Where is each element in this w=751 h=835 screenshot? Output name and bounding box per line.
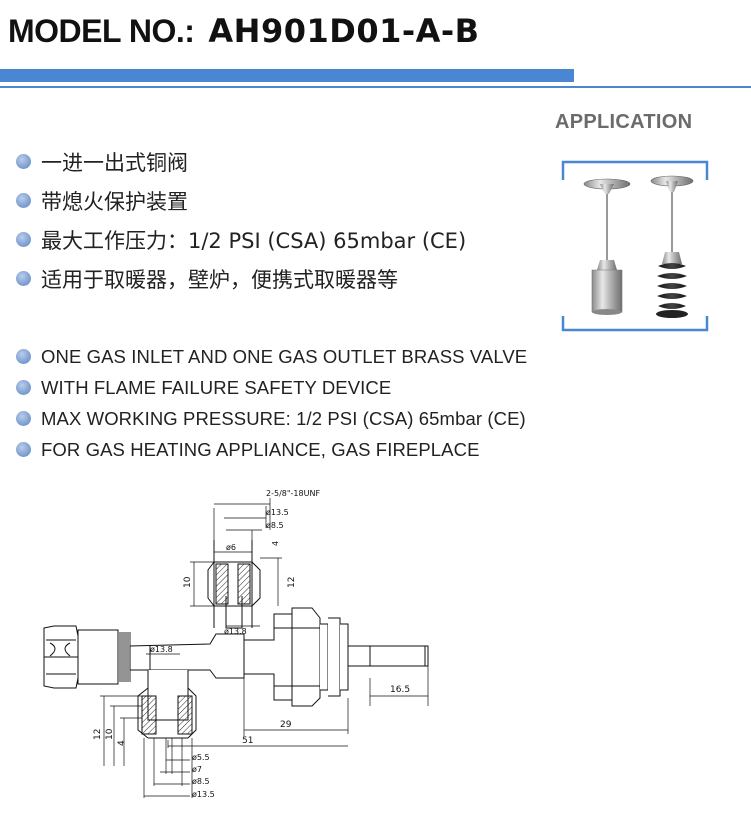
list-item: FOR GAS HEATING APPLIANCE, GAS FIREPLACE <box>16 434 527 465</box>
dim-top-10: 10 <box>183 576 193 588</box>
patio-heater-illustration <box>561 160 709 332</box>
dim-top-4: 4 <box>271 541 280 546</box>
dim-51: 51 <box>242 736 253 746</box>
dim-top-d6: ø6 <box>226 543 236 552</box>
header-divider <box>0 86 751 88</box>
dim-bot-d85: ø8.5 <box>192 777 210 786</box>
bullet-icon <box>16 442 31 457</box>
bullet-icon <box>16 380 31 395</box>
dim-29: 29 <box>280 720 292 730</box>
model-label: MODEL NO.: <box>8 13 195 49</box>
feature-text: 适用于取暖器，壁炉，便携式取暖器等 <box>41 267 398 292</box>
list-item: WITH FLAME FAILURE SAFETY DEVICE <box>16 372 527 403</box>
heater-left <box>583 178 631 315</box>
list-item: 适用于取暖器，壁炉，便携式取暖器等 <box>16 259 466 298</box>
feature-text: 最大工作压力：1/2 PSI (CSA) 65mbar (CE) <box>41 228 467 253</box>
bullet-icon <box>16 271 31 286</box>
bullet-icon <box>16 193 31 208</box>
feature-text: ONE GAS INLET AND ONE GAS OUTLET BRASS V… <box>41 345 528 367</box>
application-title: APPLICATION <box>555 111 693 133</box>
dim-bot-12: 12 <box>93 729 103 740</box>
list-item: ONE GAS INLET AND ONE GAS OUTLET BRASS V… <box>16 341 527 372</box>
list-item: 带熄火保护装置 <box>16 181 466 220</box>
application-image <box>560 160 710 332</box>
heater-right <box>650 175 694 318</box>
features-chinese: 一进一出式铜阀 带熄火保护装置 最大工作压力：1/2 PSI (CSA) 65m… <box>16 142 466 298</box>
feature-text: WITH FLAME FAILURE SAFETY DEVICE <box>41 376 392 398</box>
header-accent-bar <box>0 69 574 82</box>
model-number: AH901D01-A-B <box>208 12 480 50</box>
list-item: 一进一出式铜阀 <box>16 142 466 181</box>
bullet-icon <box>16 232 31 247</box>
feature-text: 一进一出式铜阀 <box>41 150 188 175</box>
feature-text: MAX WORKING PRESSURE: 1/2 PSI (CSA) 65mb… <box>41 407 526 429</box>
bullet-icon <box>16 349 31 364</box>
dim-top-d85: ø8.5 <box>266 521 284 530</box>
bullet-icon <box>16 411 31 426</box>
feature-text: FOR GAS HEATING APPLIANCE, GAS FIREPLACE <box>41 438 480 460</box>
dim-top-12: 12 <box>287 577 297 588</box>
dim-bot-d135: ø13.5 <box>192 790 215 799</box>
dim-bot-10: 10 <box>105 728 115 740</box>
feature-text: 带熄火保护装置 <box>41 189 188 214</box>
dim-165: 16.5 <box>390 685 410 695</box>
dim-bot-4: 4 <box>117 740 127 746</box>
bullet-icon <box>16 154 31 169</box>
dim-top-d135: ø13.5 <box>266 508 289 517</box>
dim-bot-d7: ø7 <box>192 765 202 774</box>
dim-thread: 2-5/8"-18UNF <box>266 489 320 498</box>
features-english: ONE GAS INLET AND ONE GAS OUTLET BRASS V… <box>16 341 527 465</box>
dim-left-d138: ø13.8 <box>150 645 173 654</box>
model-title: MODEL NO.: AH901D01-A-B <box>8 12 480 50</box>
list-item: MAX WORKING PRESSURE: 1/2 PSI (CSA) 65mb… <box>16 403 527 434</box>
dim-bot-d55: ø5.5 <box>192 753 210 762</box>
technical-drawing: 2-5/8"-18UNF ø13.5 ø8.5 4 ø6 10 12 ø13.8… <box>30 478 450 818</box>
list-item: 最大工作压力：1/2 PSI (CSA) 65mbar (CE) <box>16 220 466 259</box>
valve-dimension-drawing: 2-5/8"-18UNF ø13.5 ø8.5 4 ø6 10 12 ø13.8… <box>43 489 429 799</box>
dim-top-d138: ø13.8 <box>224 627 247 636</box>
